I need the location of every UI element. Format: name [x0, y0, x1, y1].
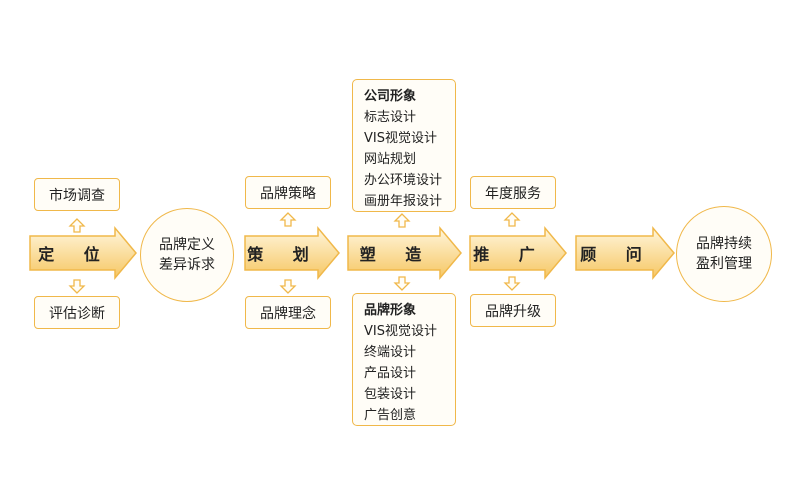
brand-strategy-box: 品牌策略 — [245, 176, 331, 209]
stage-arrow-3 — [347, 225, 462, 281]
stage-label-3: 塑 造 — [359, 245, 434, 264]
circle-line: 品牌持续 — [696, 236, 752, 252]
stage-arrow-1 — [29, 225, 137, 281]
connector-down-arrow-3 — [393, 276, 411, 291]
annual-service-box: 年度服务 — [470, 176, 556, 209]
company-image-item: 标志设计 — [364, 110, 417, 125]
company-image-item: 办公环境设计 — [364, 173, 443, 188]
company-image-heading: 公司形象 — [364, 89, 417, 104]
assessment-diagnosis-box: 评估诊断 — [34, 296, 120, 329]
connector-up-arrow-1 — [68, 218, 86, 233]
stage-label-5: 顾 问 — [580, 245, 654, 264]
stage-label-4: 推 广 — [473, 245, 547, 264]
connector-up-arrow-4 — [503, 212, 521, 227]
circle-line: 品牌定义 — [159, 237, 215, 253]
connector-arrows — [68, 212, 521, 294]
brand-concept-box: 品牌理念 — [245, 296, 331, 329]
brand-image-item: 广告创意 — [364, 408, 417, 423]
company-image-item: VIS视觉设计 — [364, 131, 437, 146]
stage-label-1: 定 位 — [38, 245, 112, 264]
connector-down-arrow-4 — [503, 276, 521, 291]
brand-image-panel: 品牌形象 VIS视觉设计 终端设计 产品设计 包装设计 广告创意 — [352, 293, 456, 426]
connector-up-arrow-3 — [393, 213, 411, 228]
connector-down-arrow-2 — [279, 279, 297, 294]
brand-image-item: VIS视觉设计 — [364, 324, 437, 339]
brand-image-item: 产品设计 — [364, 366, 417, 381]
stage-arrow-2 — [244, 225, 340, 281]
brand-definition-circle: 品牌定义 差异诉求 — [140, 208, 234, 302]
stage-arrow-5 — [575, 225, 675, 281]
company-image-panel: 公司形象 标志设计 VIS视觉设计 网站规划 办公环境设计 画册年报设计 — [352, 79, 456, 212]
company-image-item: 画册年报设计 — [364, 194, 443, 209]
company-image-item: 网站规划 — [364, 152, 417, 167]
circle-line: 盈利管理 — [696, 256, 752, 272]
stage-arrow-4 — [469, 225, 567, 281]
brand-image-item: 包装设计 — [364, 387, 417, 402]
brand-profit-circle: 品牌持续 盈利管理 — [676, 206, 772, 302]
brand-image-heading: 品牌形象 — [364, 303, 417, 318]
connector-down-arrow-1 — [68, 279, 86, 294]
market-research-box: 市场调查 — [34, 178, 120, 211]
brand-image-item: 终端设计 — [364, 345, 417, 360]
stage-label-2: 策 划 — [247, 245, 321, 264]
connector-up-arrow-2 — [279, 212, 297, 227]
circle-line: 差异诉求 — [159, 257, 215, 273]
brand-upgrade-box: 品牌升级 — [470, 294, 556, 327]
